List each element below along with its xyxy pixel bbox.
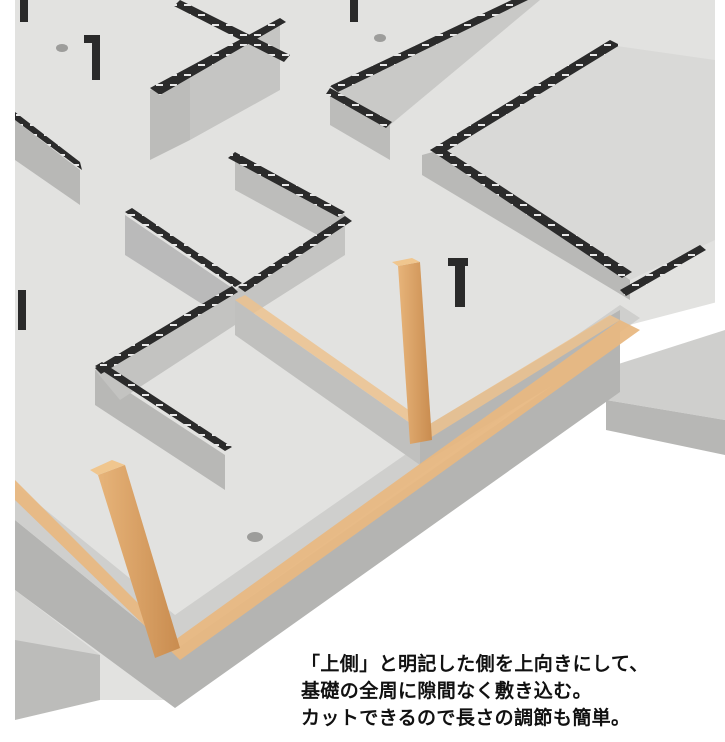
steel-post-2 xyxy=(448,258,468,307)
drain-hole xyxy=(247,532,263,542)
rail-mid-zig xyxy=(125,208,242,287)
adjacent-slab-face xyxy=(606,400,725,455)
wall-mid-zig-2 xyxy=(235,155,345,250)
steel-post-1 xyxy=(84,35,100,80)
sill-packing-cross xyxy=(420,315,620,438)
drain-hole-2 xyxy=(56,44,68,52)
drain-hole-3 xyxy=(374,34,386,42)
right-room-wall-left xyxy=(422,150,630,300)
rail-top-u-2 xyxy=(174,0,290,62)
wall-mid-zig-3 xyxy=(235,220,345,325)
caption-line-3: カットできるので長さの調節も簡単。 xyxy=(301,707,631,729)
wall-center-u xyxy=(330,90,390,160)
sill-packing-perimeter xyxy=(15,320,640,660)
rail-mid-zig-2 xyxy=(228,152,345,217)
rail-mid-zig-3 xyxy=(238,216,352,292)
wall-top-u-mid xyxy=(190,20,280,140)
steel-post-4 xyxy=(20,0,358,22)
caption-line-1: 「上側」と明記した側を上向きにして、 xyxy=(301,653,649,675)
adjacent-slab xyxy=(606,330,725,420)
rail-lower-u-2 xyxy=(95,286,238,374)
wall-center-long xyxy=(235,300,420,465)
sill-packing-center xyxy=(235,295,430,430)
caption-line-2: 基礎の全周に隙間なく敷き込む。 xyxy=(301,680,593,702)
wall-upper-left-top xyxy=(15,112,82,170)
wall-upper-left xyxy=(15,120,80,205)
rail-center-u xyxy=(330,0,528,92)
right-room-rail-right xyxy=(620,245,706,296)
wood-post-center xyxy=(392,258,432,444)
right-room-rail-left xyxy=(430,146,632,278)
wall-center-u-b xyxy=(330,0,540,125)
wood-post-front xyxy=(90,460,180,658)
steel-post-3 xyxy=(18,290,26,330)
wall-lower-u-2 xyxy=(95,290,235,400)
caption: 「上側」と明記した側を上向きにして、 基礎の全周に隙間なく敷き込む。 カットでき… xyxy=(301,651,649,732)
wall-lower-u xyxy=(95,370,225,490)
wall-mid-zig xyxy=(125,215,235,325)
right-room-floor xyxy=(440,45,715,280)
rail-lower-u xyxy=(95,362,232,451)
rail-center-u-2 xyxy=(326,88,392,128)
lower-left-face xyxy=(15,640,100,720)
right-room-rail-front xyxy=(430,40,620,155)
